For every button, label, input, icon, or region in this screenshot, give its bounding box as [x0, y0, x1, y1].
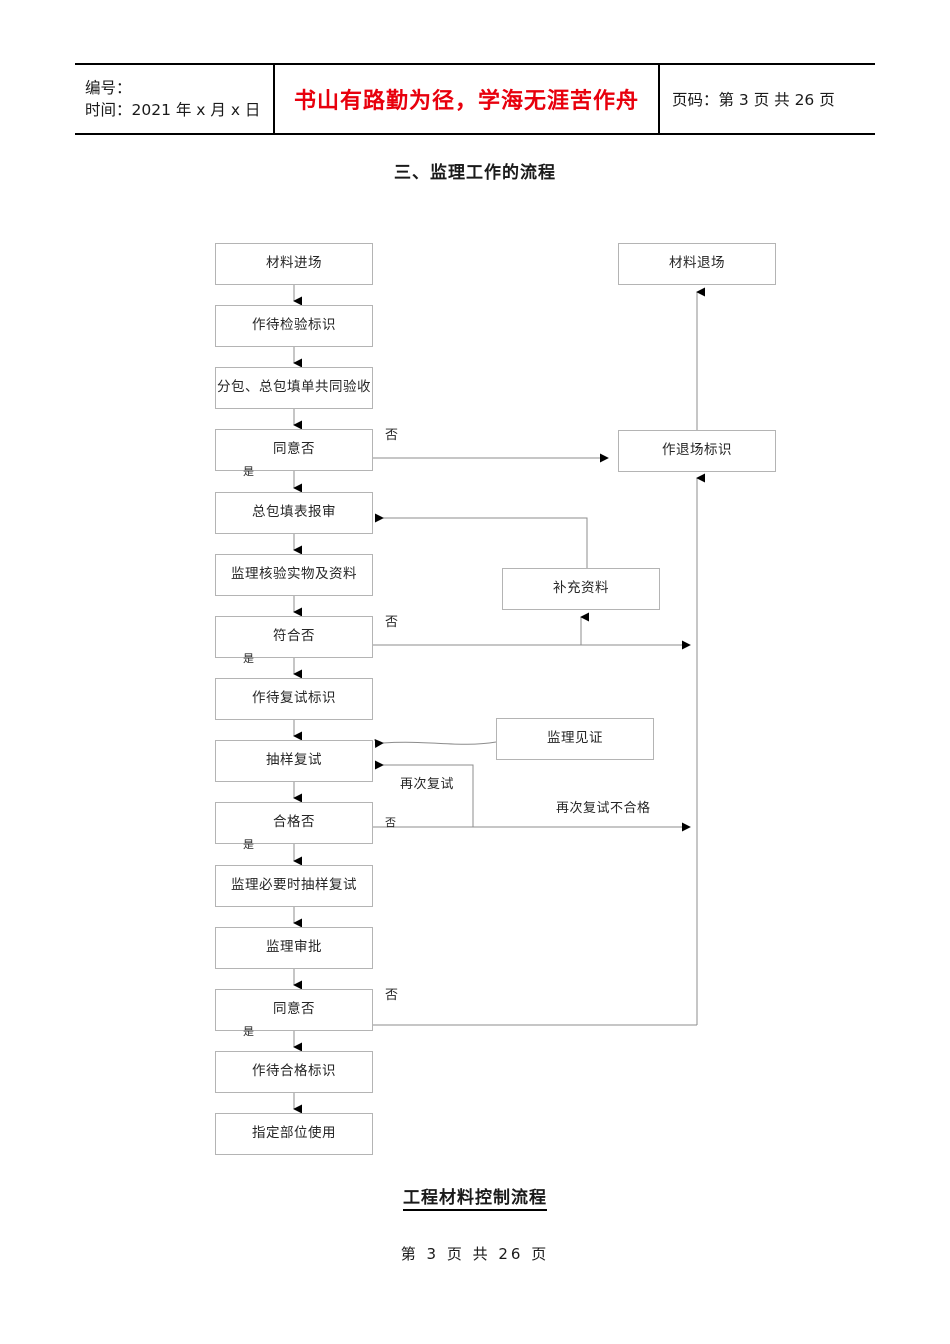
header-cell-motto: 书山有路勤为径，学海无涯苦作舟: [275, 65, 660, 133]
header-time-label: 时间：2021 年 x 月 x 日: [85, 101, 261, 119]
header-cell-number-time: 编号： 时间：2021 年 x 月 x 日: [75, 65, 275, 133]
flow-box-designated-use: 指定部位使用: [215, 1113, 373, 1155]
flow-box-pending-retest: 作待复试标识: [215, 678, 373, 720]
flow-box-sample-retest: 抽样复试: [215, 740, 373, 782]
header-number-label: 编号：: [85, 78, 132, 97]
flow-box-exit-mark: 作退场标识: [618, 430, 776, 472]
flow-box-agree-2: 同意否: [215, 989, 373, 1031]
flow-label-retest-again: 再次复试: [400, 777, 455, 792]
flow-box-contractor-report: 总包填表报审: [215, 492, 373, 534]
flow-label-yes-1: 是: [243, 465, 255, 478]
page-header-table: 编号： 时间：2021 年 x 月 x 日 书山有路勤为径，学海无涯苦作舟 页码…: [75, 63, 875, 135]
figure-caption: 工程材料控制流程: [0, 1183, 950, 1211]
flow-box-joint-acceptance: 分包、总包填单共同验收: [215, 367, 373, 409]
flow-label-yes-4: 是: [243, 1025, 255, 1038]
header-page-label: 页码：第 3 页 共 26 页: [672, 91, 835, 109]
header-motto-text: 书山有路勤为径，学海无涯苦作舟: [293, 89, 639, 114]
flow-box-supervisor-approve: 监理审批: [215, 927, 373, 969]
flow-label-no-4: 否: [385, 988, 399, 1003]
figure-caption-text: 工程材料控制流程: [403, 1188, 547, 1211]
flow-box-qualified: 合格否: [215, 802, 373, 844]
flow-label-no-1: 否: [385, 428, 399, 443]
flow-label-no-3: 否: [385, 816, 397, 829]
flow-box-supervisor-verify: 监理核验实物及资料: [215, 554, 373, 596]
section-title: 三、监理工作的流程: [394, 163, 556, 183]
flow-box-material-out: 材料退场: [618, 243, 776, 285]
flow-box-pending-inspection: 作待检验标识: [215, 305, 373, 347]
page-footer: 第 3 页 共 26 页: [400, 1245, 550, 1263]
flow-label-yes-3: 是: [243, 838, 255, 851]
header-cell-page: 页码：第 3 页 共 26 页: [660, 65, 875, 133]
flow-box-conform: 符合否: [215, 616, 373, 658]
flow-label-no-2: 否: [385, 615, 399, 630]
flow-box-pending-pass: 作待合格标识: [215, 1051, 373, 1093]
flow-box-agree-1: 同意否: [215, 429, 373, 471]
flow-box-material-in: 材料进场: [215, 243, 373, 285]
flow-box-supplement-docs: 补充资料: [502, 568, 660, 610]
flow-label-retest-fail: 再次复试不合格: [556, 801, 651, 816]
flow-box-supervisor-witness: 监理见证: [496, 718, 654, 760]
flow-label-yes-2: 是: [243, 652, 255, 665]
flow-box-supervisor-sample: 监理必要时抽样复试: [215, 865, 373, 907]
